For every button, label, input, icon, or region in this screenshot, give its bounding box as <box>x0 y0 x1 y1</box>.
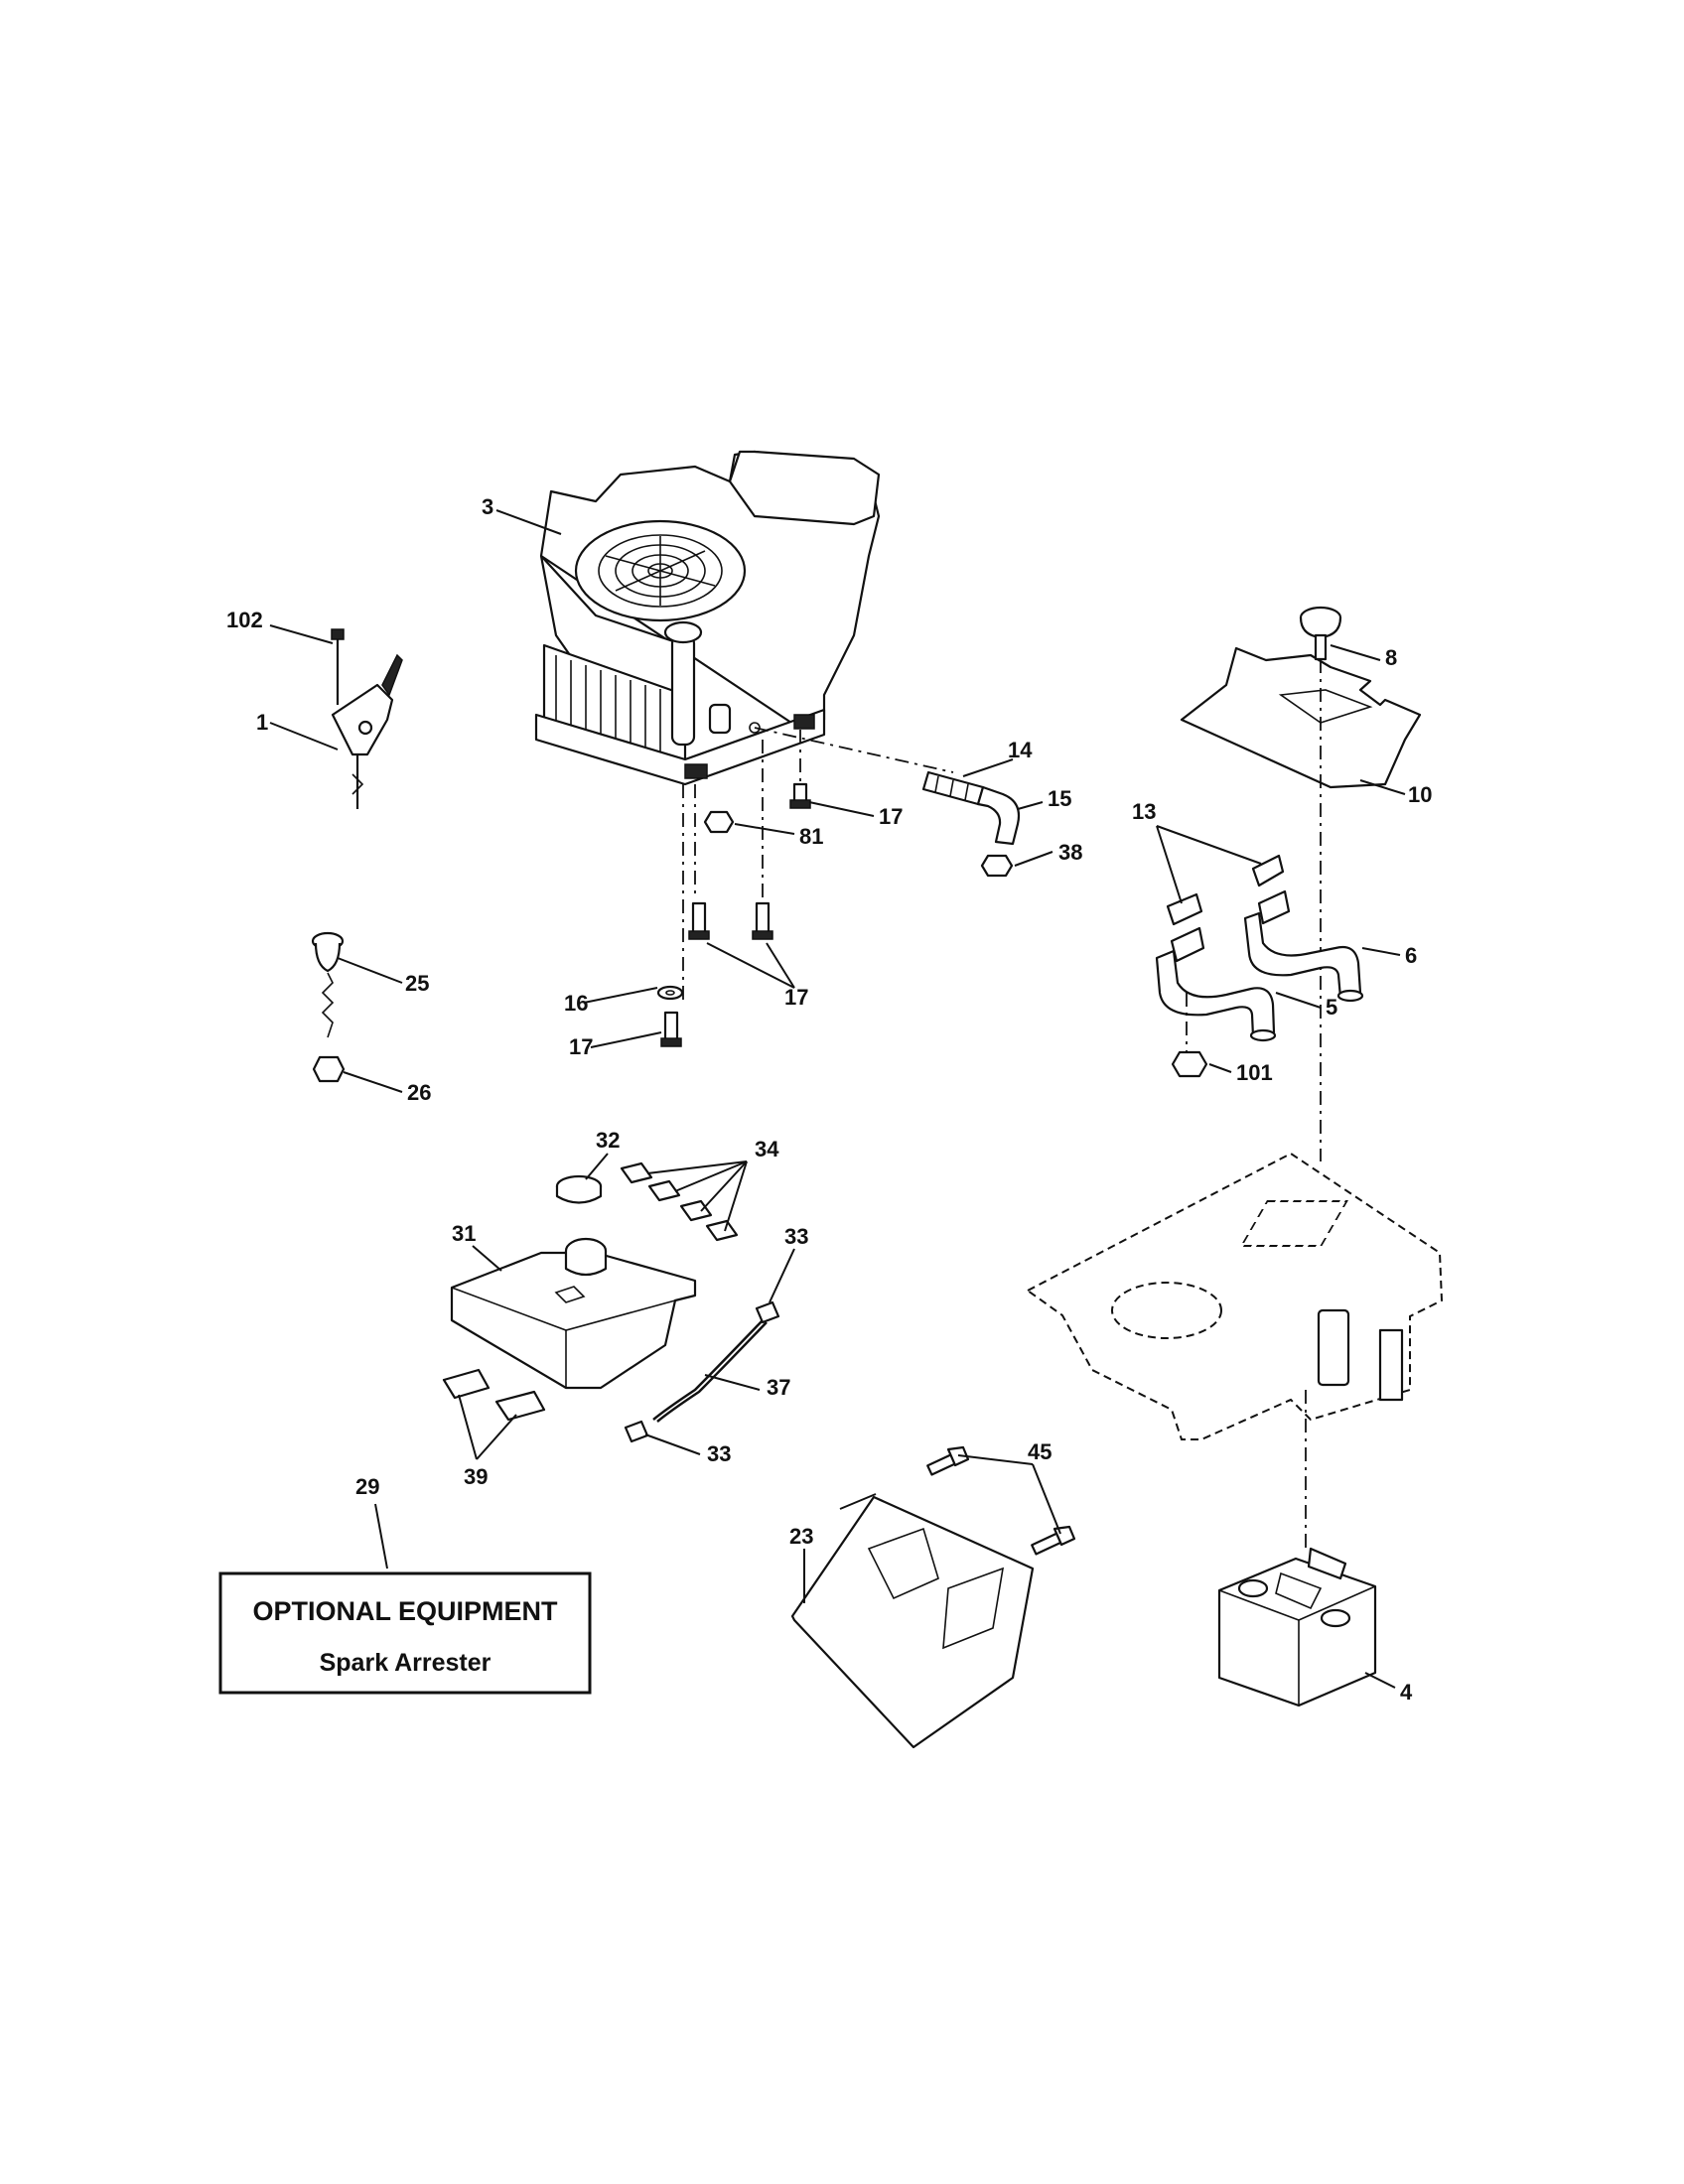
engine-cover-assembly <box>442 1161 739 1422</box>
choke-control <box>311 931 346 1083</box>
callout-32: 32 <box>596 1128 620 1153</box>
callout-13: 13 <box>1132 799 1156 824</box>
callout-38: 38 <box>1058 840 1082 865</box>
callout-10: 10 <box>1408 782 1432 807</box>
callout-29: 29 <box>355 1474 379 1499</box>
optional-equipment-box: OPTIONAL EQUIPMENT Spark Arrester <box>218 1571 592 1695</box>
tractor-frame <box>1026 1152 1444 1440</box>
callout-37: 37 <box>767 1375 790 1400</box>
fuel-hose <box>624 1300 780 1443</box>
callout-17-bottom: 17 <box>569 1034 593 1059</box>
callout-101: 101 <box>1236 1060 1273 1085</box>
callout-33-bottom: 33 <box>707 1441 731 1466</box>
muffler <box>1217 1390 1377 1707</box>
engine <box>534 450 881 786</box>
throttle-control <box>331 628 403 809</box>
engine-mount-hardware <box>656 727 954 1047</box>
callout-14: 14 <box>1008 738 1033 762</box>
callout-3: 3 <box>482 494 493 519</box>
optional-equipment-title: OPTIONAL EQUIPMENT <box>252 1596 558 1626</box>
oil-drain-assembly <box>921 770 1021 878</box>
callout-31: 31 <box>452 1221 476 1246</box>
muffler-bracket <box>790 1445 1076 1749</box>
callout-25: 25 <box>405 971 429 996</box>
callout-labels: 3 102 1 8 10 14 15 17 81 38 13 6 5 101 2… <box>226 494 1432 1705</box>
callout-4: 4 <box>1400 1680 1413 1705</box>
optional-equipment-subtitle: Spark Arrester <box>320 1649 491 1677</box>
callout-81: 81 <box>799 824 823 849</box>
callout-17-mid: 17 <box>784 985 808 1010</box>
callout-17-top: 17 <box>879 804 903 829</box>
callout-6: 6 <box>1405 943 1417 968</box>
callout-15: 15 <box>1048 786 1071 811</box>
callout-34: 34 <box>755 1137 779 1161</box>
callout-16: 16 <box>564 991 588 1016</box>
callout-33-top: 33 <box>784 1224 808 1249</box>
callout-45: 45 <box>1028 1439 1052 1464</box>
callout-102: 102 <box>226 608 263 632</box>
callout-1: 1 <box>256 710 268 735</box>
exhaust-pipes <box>1155 854 1364 1078</box>
callout-39: 39 <box>464 1464 488 1489</box>
callout-26: 26 <box>407 1080 431 1105</box>
callout-8: 8 <box>1385 645 1397 670</box>
callout-5: 5 <box>1326 995 1337 1020</box>
leader-lines <box>269 509 1406 1689</box>
heat-shield <box>1180 606 1422 1161</box>
callout-23: 23 <box>789 1524 813 1549</box>
